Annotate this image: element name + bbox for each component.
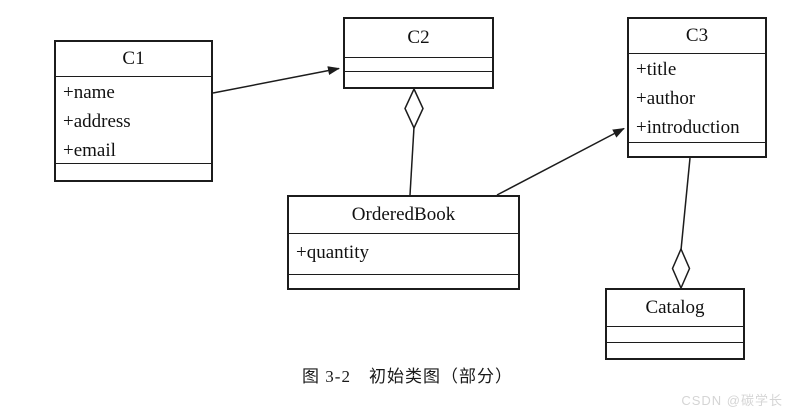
class-methods-catalog [607, 342, 743, 358]
attribute-row: +name [63, 82, 115, 103]
aggregation-diamond-c2 [404, 87, 424, 130]
csdn-watermark: CSDN @碳学长 [681, 393, 783, 408]
class-methods-orderedbook [289, 274, 518, 288]
class-box-orderedbook: OrderedBook +quantity [287, 195, 520, 290]
attribute-row: +author [636, 88, 696, 109]
attribute-row: +address [63, 111, 131, 132]
class-title-catalog: Catalog [645, 297, 705, 318]
association-c1-c2 [212, 66, 340, 94]
aggregation-line-c3-catalog [680, 157, 691, 251]
class-box-c3: C3 +title +author +introduction [627, 17, 767, 158]
class-box-c1: C1 +name +address +email [54, 40, 213, 182]
class-methods-c1 [56, 163, 211, 180]
class-attributes-c1: +name +address +email [56, 76, 211, 163]
class-attributes-orderedbook: +quantity [289, 233, 518, 274]
class-title-c3: C3 [685, 25, 709, 46]
class-attributes-c2 [345, 57, 492, 71]
class-title-orderedbook: OrderedBook [351, 204, 456, 225]
class-methods-c3 [629, 142, 765, 156]
attribute-row: +quantity [296, 242, 369, 263]
class-methods-c2 [345, 71, 492, 87]
class-attributes-catalog [607, 326, 743, 342]
attribute-row: +email [63, 140, 116, 161]
class-title-c1: C1 [122, 48, 145, 69]
attribute-row: +title [636, 59, 677, 80]
class-box-c2: C2 [343, 17, 494, 89]
aggregation-line-orderedbook-c2 [409, 126, 415, 196]
association-orderedbook-c3 [496, 127, 625, 196]
aggregation-diamond-catalog [671, 247, 691, 290]
class-box-catalog: Catalog [605, 288, 745, 360]
class-title-c2: C2 [407, 27, 430, 48]
attribute-row: +introduction [636, 117, 740, 138]
figure-caption: 图 3-2 初始类图（部分） [302, 367, 513, 386]
class-attributes-c3: +title +author +introduction [629, 53, 765, 142]
